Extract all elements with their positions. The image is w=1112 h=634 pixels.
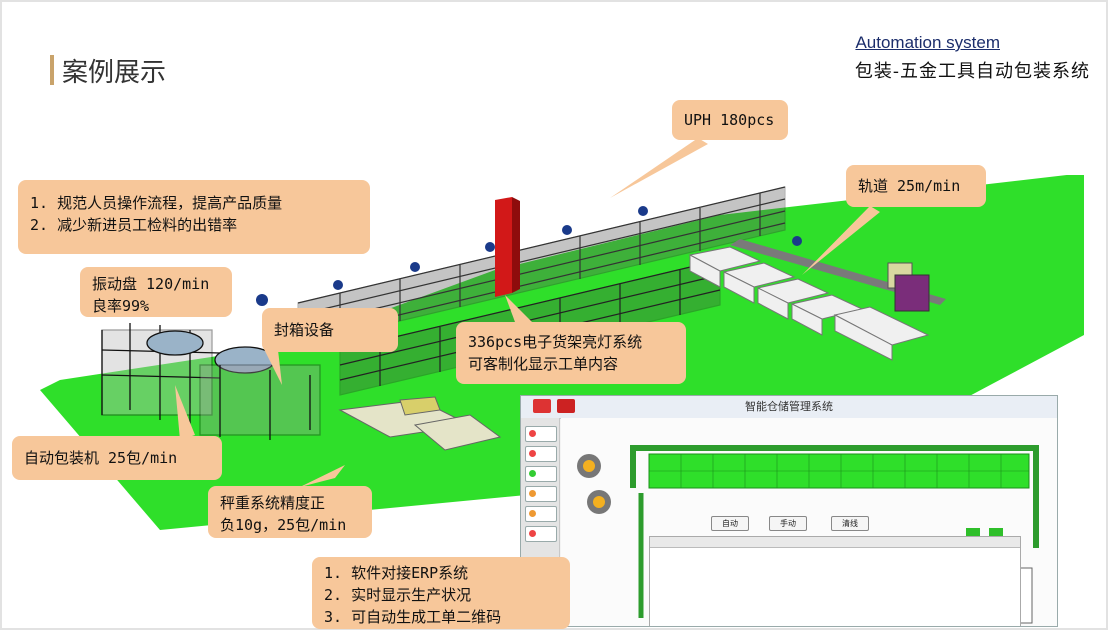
- clear-line-button[interactable]: 清线: [831, 516, 869, 531]
- system-title: Automation system: [855, 33, 1000, 52]
- callout-sealing-text: 封箱设备: [274, 321, 335, 339]
- sidebar-button[interactable]: [525, 426, 557, 442]
- sidebar-button[interactable]: [525, 446, 557, 462]
- callout-auto-packing: 自动包装机 25包/min: [12, 436, 222, 480]
- software-line-1: 1. 软件对接ERP系统: [324, 564, 469, 582]
- page-title: 案例展示: [62, 57, 167, 88]
- packing-stations: [688, 246, 930, 361]
- hmi-title-bar: 智能仓储管理系统: [521, 396, 1057, 419]
- shelf-line-2: 可客制化显示工单内容: [468, 355, 619, 373]
- auto-button[interactable]: 自动: [711, 516, 749, 531]
- callout-electronic-shelf: 336pcs电子货架亮灯系统 可客制化显示工单内容: [456, 322, 686, 384]
- rack-layout-diagram: [577, 445, 1039, 624]
- callout-goals: 1. 规范人员操作流程，提高产品质量 2. 减少新进员工检料的出错率: [18, 180, 370, 254]
- callout-uph: UPH 180pcs: [672, 100, 788, 140]
- purple-machine: [894, 274, 930, 312]
- auto-packing-machine: [199, 364, 321, 440]
- vibration-line-2: 良率99%: [92, 297, 150, 315]
- weighing-line-2: 负10g，25包/min: [220, 516, 347, 534]
- title-accent-bar: [50, 55, 54, 85]
- logo-icon: [533, 399, 551, 413]
- workers: [256, 206, 802, 306]
- software-line-3: 3. 可自动生成工单二维码: [324, 608, 502, 626]
- logo-icon: [557, 399, 575, 413]
- sidebar-button[interactable]: [525, 506, 557, 522]
- run-log-panel: [649, 536, 1021, 626]
- hmi-main: 自动 手动 清线: [561, 418, 1057, 626]
- vibration-bowl-machine: [101, 323, 276, 425]
- callout-track-speed: 轨道 25m/min: [846, 165, 986, 207]
- callout-uph-text: UPH 180pcs: [684, 111, 775, 129]
- red-light-tower: [495, 197, 512, 297]
- sidebar-button[interactable]: [525, 486, 557, 502]
- software-line-2: 2. 实时显示生产状况: [324, 586, 472, 604]
- callout-packing-text: 自动包装机 25包/min: [24, 449, 178, 467]
- callout-track-text: 轨道 25m/min: [858, 177, 961, 195]
- warehouse-management-screen: 智能仓储管理系统: [520, 395, 1058, 627]
- weighing-conveyor: [338, 396, 502, 451]
- hmi-window-title: 智能仓储管理系统: [745, 400, 833, 413]
- callout-weighing: 秤重系统精度正 负10g，25包/min: [208, 486, 372, 538]
- goal-line-2: 2. 减少新进员工检料的出错率: [30, 216, 238, 234]
- shelf-line-1: 336pcs电子货架亮灯系统: [468, 333, 643, 351]
- goal-line-1: 1. 规范人员操作流程，提高产品质量: [30, 194, 283, 212]
- log-header: [650, 537, 1020, 548]
- system-subtitle: 包装-五金工具自动包装系统: [854, 61, 1090, 82]
- sidebar-button[interactable]: [525, 526, 557, 542]
- callout-software: 1. 软件对接ERP系统 2. 实时显示生产状况 3. 可自动生成工单二维码: [312, 557, 570, 629]
- manual-button[interactable]: 手动: [769, 516, 807, 531]
- callout-vibration-bowl: 振动盘 120/min 良率99%: [80, 267, 232, 317]
- sidebar-button[interactable]: [525, 466, 557, 482]
- callout-sealing: 封箱设备: [262, 308, 398, 352]
- weighing-line-1: 秤重系统精度正: [220, 494, 326, 512]
- vibration-line-1: 振动盘 120/min: [92, 275, 210, 293]
- page-title-group: 案例展示: [50, 50, 166, 90]
